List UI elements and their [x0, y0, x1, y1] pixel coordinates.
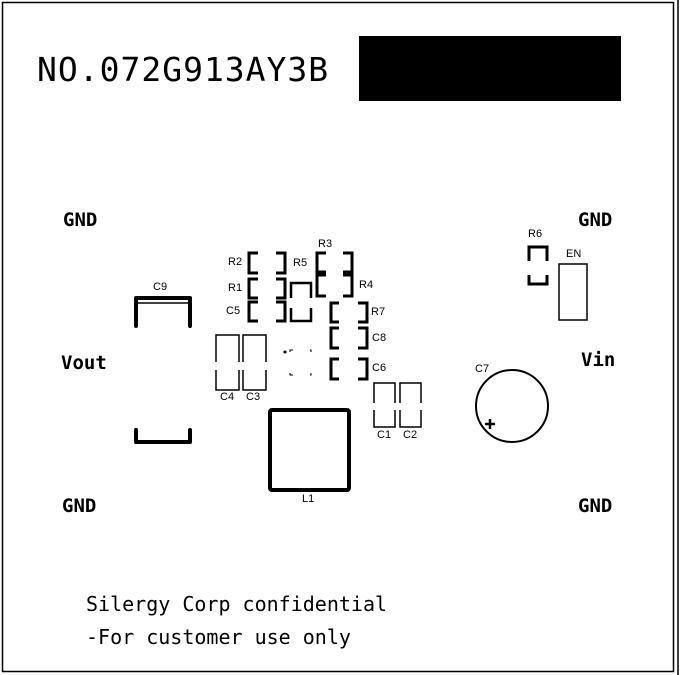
customer-use-notice: -For customer use only	[86, 625, 351, 649]
ref-c9: C9	[153, 281, 168, 293]
ref-c4: C4	[220, 391, 235, 403]
terminal-vout: Vout	[61, 352, 107, 374]
ref-en: EN	[566, 248, 582, 260]
ref-r7: R7	[371, 306, 386, 318]
ref-c6: C6	[372, 362, 387, 374]
polarity-plus-icon	[485, 419, 495, 429]
ref-c7: C7	[475, 363, 490, 375]
ref-r1: R1	[228, 282, 243, 294]
r7-footprint	[329, 301, 369, 324]
ref-r4: R4	[359, 279, 374, 291]
c3-footprint	[242, 334, 267, 391]
ref-r2: R2	[228, 256, 243, 268]
en-pad	[558, 263, 588, 321]
c9-footprint	[134, 296, 192, 444]
c1-footprint	[373, 382, 396, 428]
ic-footprint	[283, 349, 312, 376]
terminal-gnd-top-right: GND	[578, 209, 613, 231]
c2-footprint	[399, 382, 422, 428]
c6-footprint	[329, 357, 369, 381]
ref-c3: C3	[246, 391, 261, 403]
terminal-gnd-bottom-left: GND	[62, 495, 97, 517]
r3-footprint	[315, 251, 354, 274]
r1-footprint	[247, 277, 287, 300]
ref-r5: R5	[293, 257, 308, 269]
ref-c1: C1	[377, 429, 392, 441]
l1-footprint	[268, 408, 351, 492]
ref-l1: L1	[302, 493, 315, 505]
r5-footprint	[289, 281, 313, 323]
redacted-block	[359, 36, 621, 101]
ref-r6: R6	[528, 228, 543, 240]
terminal-gnd-bottom-right: GND	[578, 495, 613, 517]
c4-footprint	[215, 334, 240, 391]
ref-c5: C5	[226, 305, 241, 317]
ref-c8: C8	[372, 332, 387, 344]
ref-c2: C2	[403, 429, 418, 441]
confidential-notice: Silergy Corp confidential	[86, 592, 388, 616]
r4-footprint	[315, 273, 354, 298]
part-number: NO.072G913AY3B	[37, 50, 330, 89]
terminal-gnd-top-left: GND	[63, 209, 98, 231]
c8-footprint	[329, 326, 369, 350]
r6-footprint	[527, 245, 549, 286]
ref-r3: R3	[318, 238, 333, 250]
terminal-vin: Vin	[581, 349, 616, 371]
c7-footprint	[475, 369, 549, 443]
r2-footprint	[247, 251, 287, 275]
c5-footprint	[247, 300, 287, 323]
